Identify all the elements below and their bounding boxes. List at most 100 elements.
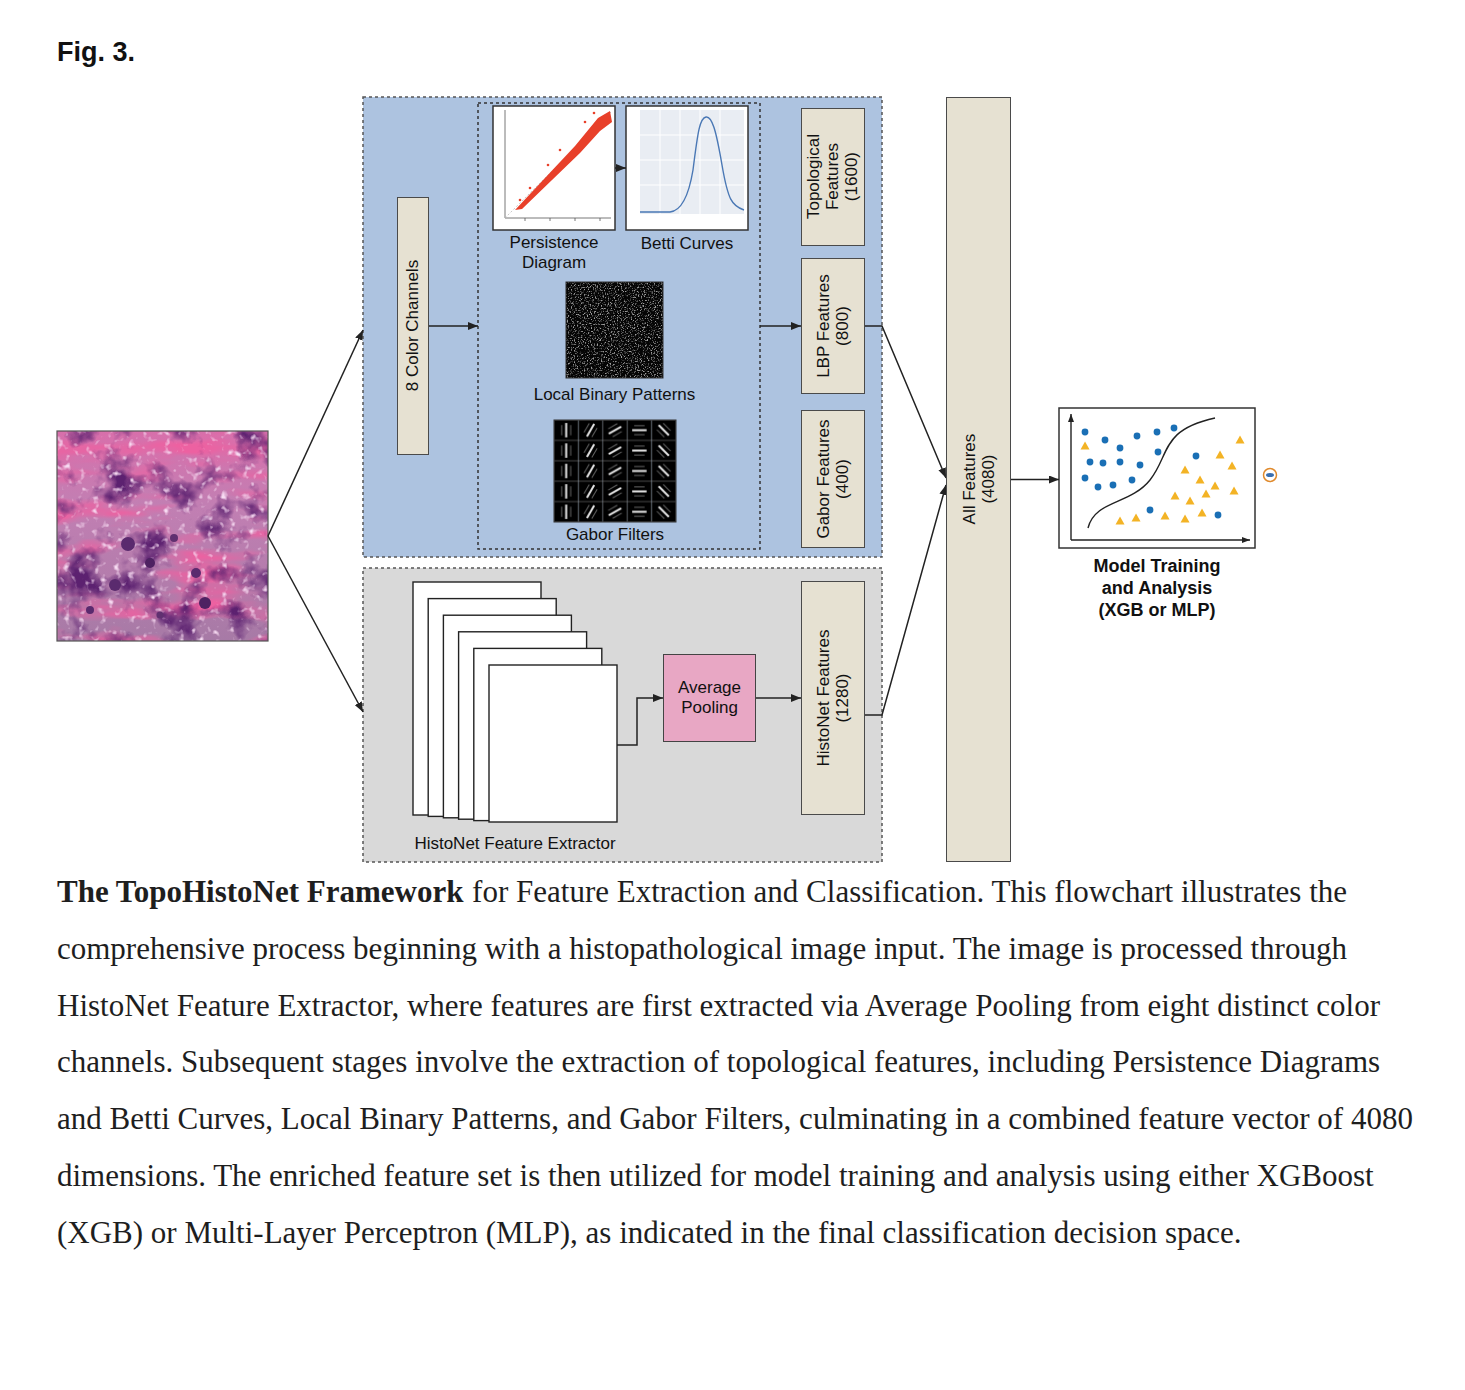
figure-caption: The TopoHistoNet Frameworkfor Feature Ex…	[57, 864, 1427, 1262]
node-label: Topological Features (1600)	[804, 127, 861, 227]
classifier-node: Model Training and Analysis (XGB or MLP)	[1059, 408, 1255, 548]
figure-shape	[86, 606, 94, 614]
figure-shape	[1186, 497, 1195, 505]
figure-title: Fig. 3.	[57, 36, 135, 68]
figure-shape	[505, 112, 611, 218]
figure-shape	[505, 110, 506, 218]
figure-shape	[109, 579, 121, 591]
figure-shape	[603, 420, 627, 522]
figure-shape	[1236, 436, 1245, 444]
node-label: Average Pooling	[667, 678, 752, 719]
betti-plot	[626, 106, 748, 230]
concat-bar: All Features (4080)	[946, 97, 1011, 862]
layer-stack	[413, 582, 617, 822]
flow-arrow	[756, 697, 801, 699]
figure-shape	[199, 597, 211, 609]
figure-shape	[1228, 462, 1237, 470]
figure-shape	[680, 110, 681, 214]
figure-shape	[652, 420, 676, 522]
figure-shape	[1081, 442, 1090, 450]
flow-arrow	[617, 698, 663, 745]
figure-shape	[626, 106, 748, 230]
caption-text: for Feature Extraction and Classificatio…	[57, 874, 1413, 1250]
figure-shape	[566, 282, 663, 378]
figure-shape	[170, 534, 178, 542]
node-label: All Features (4080)	[959, 420, 997, 540]
figure-shape	[1202, 490, 1211, 498]
figure-shape	[1264, 469, 1277, 482]
figure-shape	[1215, 512, 1222, 519]
figure-shape	[1216, 451, 1225, 459]
figure-shape	[554, 420, 676, 522]
figure-shape	[1095, 484, 1102, 491]
figure-shape	[57, 431, 268, 641]
figure-shape	[1129, 477, 1136, 484]
figure-shape	[1100, 460, 1107, 467]
persistence-node: Persistence Diagram	[493, 106, 615, 230]
figure-shape	[559, 149, 562, 152]
node-label: HistoNet Features (1280)	[814, 618, 852, 778]
figure-shape	[566, 282, 663, 378]
figure-shape	[519, 199, 522, 202]
figure-shape	[584, 121, 587, 124]
node-label: HistoNet Feature Extractor	[385, 834, 645, 854]
figure-shape	[1161, 512, 1170, 520]
figure-shape	[1147, 507, 1154, 514]
figure-shape	[640, 160, 744, 161]
figure-shape	[1087, 459, 1094, 466]
figure-shape	[1155, 449, 1162, 456]
feature-box: Topological Features (1600)	[801, 108, 865, 246]
figure-shape	[660, 110, 661, 214]
figure-shape	[493, 106, 615, 230]
figure-shape	[1181, 515, 1190, 523]
figure-shape	[1059, 408, 1255, 548]
figure-shape	[640, 110, 744, 214]
flow-arrow	[615, 167, 626, 169]
lbp-node: Local Binary Patterns	[566, 282, 663, 378]
node-label: Model Training and Analysis (XGB or MLP)	[1082, 555, 1232, 621]
gabor-node: Gabor Filters	[554, 420, 676, 522]
figure-shape	[1171, 492, 1180, 500]
figure-shape	[1116, 517, 1125, 525]
figure-shape	[1230, 487, 1239, 495]
figure-shape	[640, 117, 744, 212]
figure-shape	[1088, 418, 1215, 528]
figure-shape	[1082, 475, 1089, 482]
node-label: Gabor Filters	[535, 525, 695, 545]
figure-shape	[1071, 539, 1250, 540]
figure-shape	[720, 110, 721, 214]
texture-panel	[363, 97, 882, 557]
figure-shape	[760, 325, 801, 327]
figure-shape	[1154, 429, 1161, 436]
lbp-texture	[566, 282, 663, 378]
figure-shape	[593, 112, 596, 115]
gabor-bank	[554, 420, 676, 522]
figure-shape	[157, 612, 164, 619]
figure-shape	[1193, 453, 1200, 460]
figure-shape	[191, 568, 201, 578]
decision-plot	[1059, 408, 1255, 548]
figure-shape	[575, 218, 576, 221]
figure-shape	[1117, 445, 1124, 452]
figure-shape	[505, 218, 611, 219]
figure-shape	[57, 431, 268, 641]
histology-image	[57, 431, 268, 641]
figure-shape	[1070, 414, 1071, 540]
figure-shape	[429, 325, 478, 327]
node-label: Local Binary Patterns	[495, 385, 735, 405]
channel-box: 8 Color Channels	[397, 197, 429, 455]
figure-shape	[145, 558, 155, 568]
figure-shape	[640, 185, 744, 186]
figure-shape	[121, 537, 135, 551]
figure-shape	[1082, 429, 1089, 436]
flow-arrow	[1011, 479, 1059, 481]
feature-box: LBP Features (800)	[801, 258, 865, 394]
figure-shape	[627, 420, 651, 522]
figure-shape	[1132, 514, 1141, 522]
figure-shape	[1266, 473, 1274, 477]
figure-shape	[489, 665, 617, 822]
caption-lead: The TopoHistoNet Framework	[57, 874, 463, 909]
figure-shape	[1137, 462, 1144, 469]
figure-shape	[550, 218, 551, 221]
